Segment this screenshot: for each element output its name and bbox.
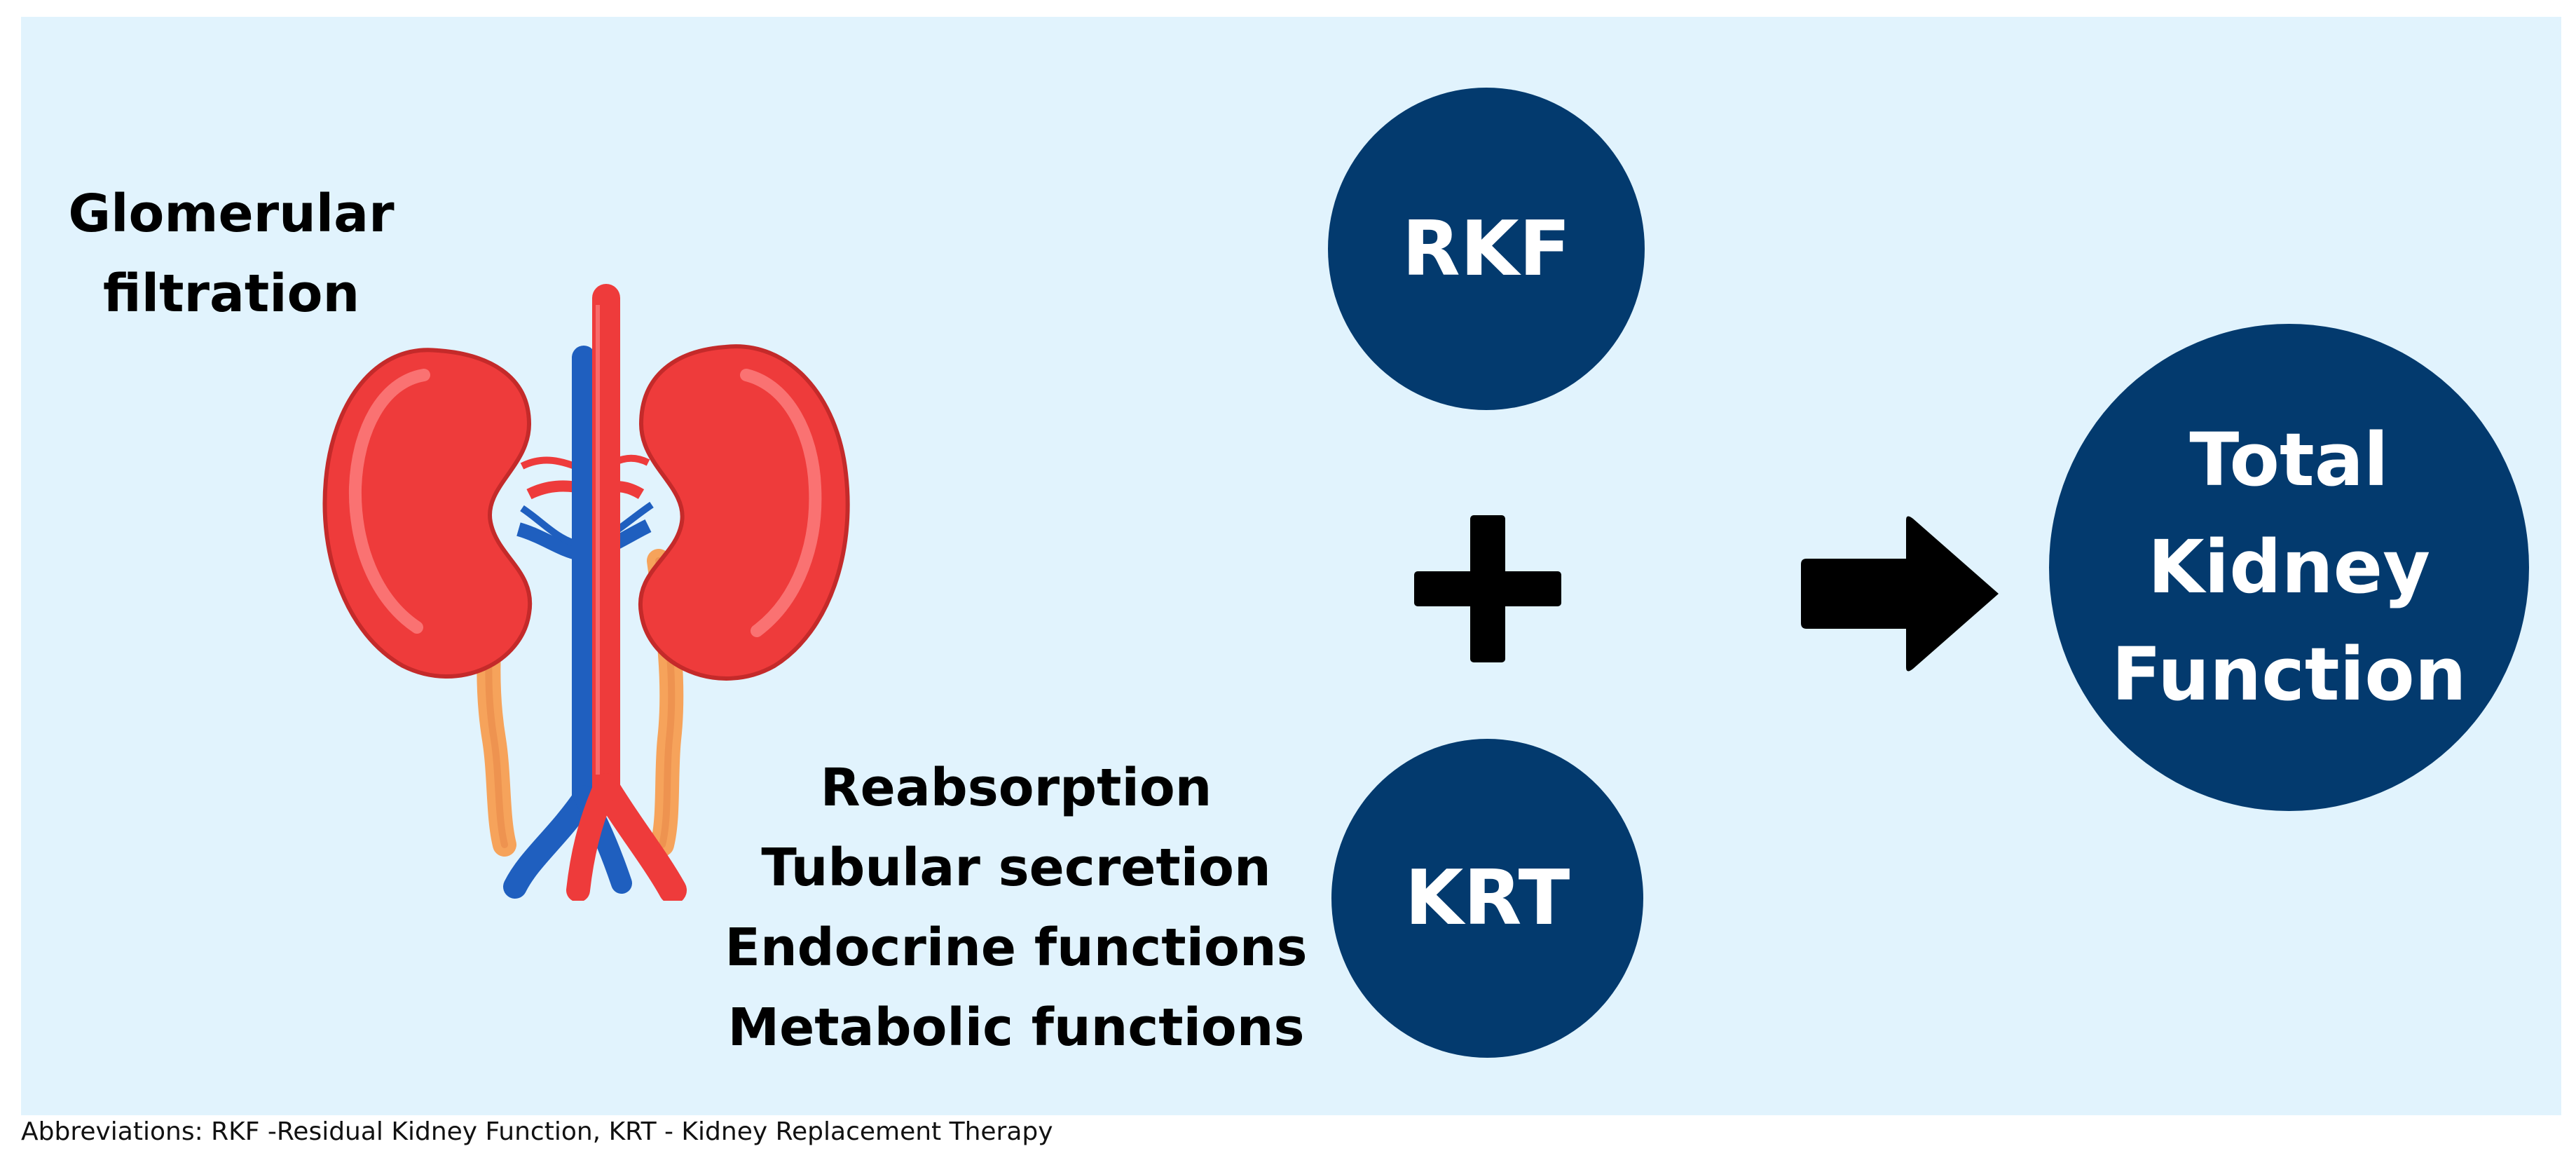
function-item: Endocrine functions xyxy=(725,918,1308,978)
kidney-functions-list: Reabsorption Tubular secretion Endocrine… xyxy=(715,748,1317,1068)
arrow-right-icon xyxy=(1801,516,1999,672)
total-label-line3: Function xyxy=(2111,632,2467,717)
total-kidney-function-circle: Total Kidney Function xyxy=(2049,324,2529,811)
krt-circle: KRT xyxy=(1331,739,1643,1058)
function-item: Metabolic functions xyxy=(727,997,1305,1058)
total-label-line2: Kidney xyxy=(2147,524,2431,610)
plus-icon xyxy=(1414,515,1561,662)
glomerular-label-line2: filtration xyxy=(102,264,360,324)
krt-label: KRT xyxy=(1404,854,1570,942)
rkf-label: RKF xyxy=(1402,205,1571,293)
function-item: Reabsorption xyxy=(820,758,1212,818)
function-item: Tubular secretion xyxy=(761,838,1271,898)
glomerular-label-line1: Glomerular xyxy=(68,184,395,244)
total-label-line1: Total xyxy=(2189,417,2389,503)
rkf-circle: RKF xyxy=(1328,88,1645,410)
abbreviations-caption: Abbreviations: RKF -Residual Kidney Func… xyxy=(21,1117,1053,1146)
total-kidney-function-label: Total Kidney Function xyxy=(2111,407,2466,728)
kidneys-icon xyxy=(322,284,850,901)
glomerular-filtration-label: Glomerular filtration xyxy=(49,174,413,334)
